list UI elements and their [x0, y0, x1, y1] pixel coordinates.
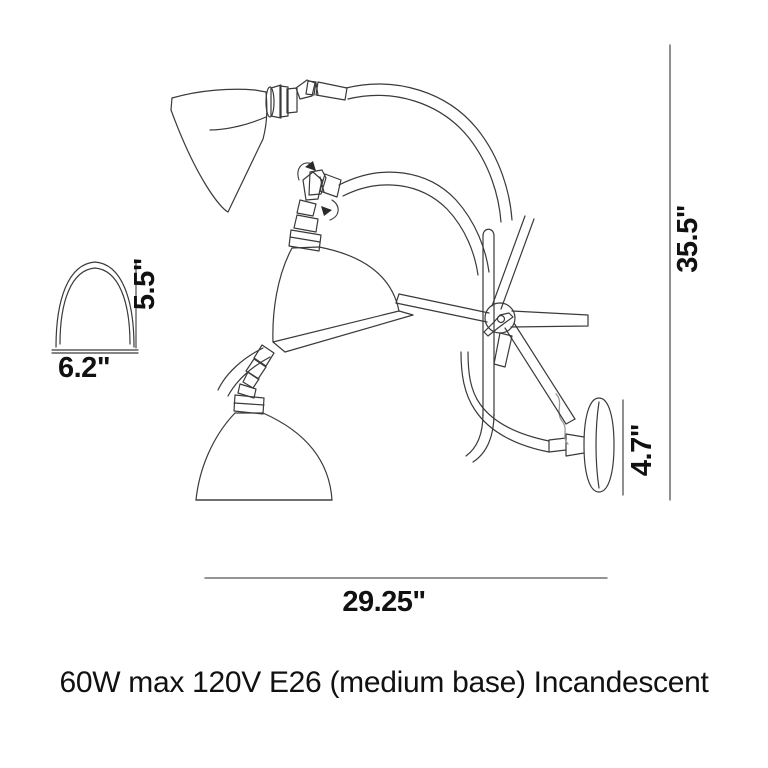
shade-upper-left — [170, 88, 268, 213]
dimension-label-overall-height: 35.5" — [672, 205, 704, 273]
shade-middle — [272, 246, 414, 353]
counter-arm-right — [510, 310, 589, 328]
vertical-post — [465, 228, 495, 463]
long-diagonal-arm — [395, 293, 490, 323]
shade-lower-left — [195, 412, 333, 501]
dimension-lines — [204, 44, 671, 579]
dimension-label-overall-reach: 29.25" — [342, 586, 426, 618]
middle-shade-socket — [288, 199, 322, 252]
lower-diagonal-strut — [504, 322, 576, 425]
upper-curved-arm — [345, 83, 513, 223]
upper-shade-socket — [265, 84, 298, 119]
wall-mount-assembly — [460, 351, 615, 493]
dimension-label-wall-plate-depth: 4.7" — [626, 424, 658, 477]
shade-profile-detail — [51, 261, 139, 354]
dimension-label-shade-height: 5.5" — [129, 258, 161, 311]
middle-curved-arm — [338, 171, 490, 276]
upper-diagonal-strut — [491, 215, 535, 310]
lower-shade-socket — [233, 371, 265, 415]
bulb-spec-caption: 60W max 120V E26 (medium base) Incandesc… — [59, 666, 709, 699]
pivot-hub — [483, 302, 516, 337]
hub-fin — [493, 332, 513, 368]
dimension-label-shade-width: 6.2" — [58, 352, 111, 384]
middle-arm-knuckle — [297, 161, 342, 221]
upper-arm-connector — [295, 79, 348, 101]
